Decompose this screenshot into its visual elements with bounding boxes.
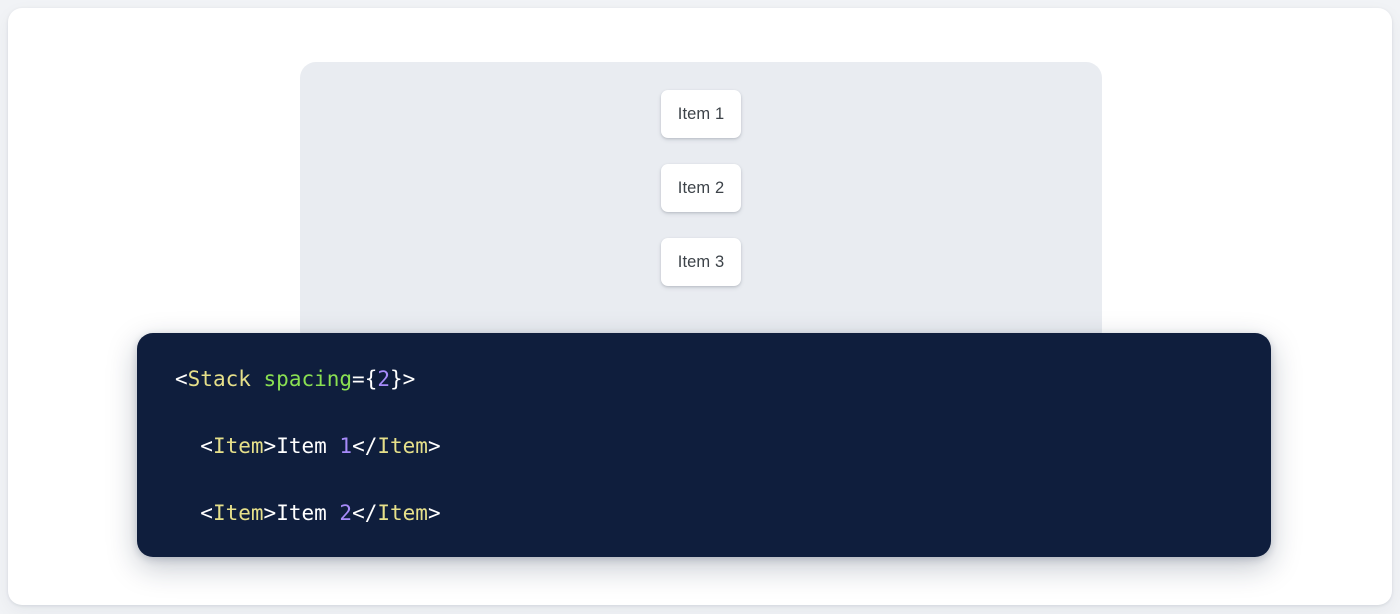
- list-item[interactable]: Item 3: [661, 238, 741, 286]
- code-token-tag: Item: [377, 434, 428, 459]
- code-line: <Item>Item 2</Item>: [175, 497, 1271, 531]
- code-token-tag: Item: [212, 501, 264, 526]
- list-item[interactable]: Item 2: [661, 164, 741, 212]
- code-token-punct: <: [200, 434, 213, 459]
- code-snippet-block[interactable]: <Stack spacing={2}> <Item>Item 1</Item> …: [137, 333, 1271, 557]
- stack-preview-panel: Item 1 Item 2 Item 3: [300, 62, 1102, 347]
- code-token-punct: ={: [352, 367, 378, 391]
- code-token-num: 2: [339, 501, 353, 526]
- code-token-num: 1: [339, 434, 353, 459]
- code-token-punct: }>: [390, 367, 416, 391]
- page-card: Item 1 Item 2 Item 3 <Stack spacing={2}>…: [8, 8, 1392, 605]
- code-token-tag: Item: [377, 501, 428, 526]
- code-token-tag: Item: [212, 434, 264, 459]
- code-token-text: [251, 367, 264, 391]
- code-token-punct: </: [352, 501, 378, 526]
- code-token-punct: </: [352, 434, 378, 459]
- code-token-tag: Stack: [187, 367, 251, 391]
- list-item[interactable]: Item 1: [661, 90, 741, 138]
- code-token-text: Item: [276, 434, 340, 459]
- code-line: <Item>Item 1</Item>: [175, 430, 1271, 464]
- code-token-punct: >: [427, 501, 441, 526]
- code-token-text: Item: [276, 501, 340, 526]
- code-token-num: 2: [377, 367, 390, 391]
- code-line: <Stack spacing={2}>: [175, 363, 1271, 397]
- code-token-punct: >: [263, 434, 277, 459]
- code-content: <Stack spacing={2}> <Item>Item 1</Item> …: [175, 363, 1271, 557]
- code-token-punct: <: [200, 501, 213, 526]
- stack-container: Item 1 Item 2 Item 3: [661, 90, 741, 286]
- code-token-punct: <: [175, 367, 188, 391]
- code-token-punct: >: [427, 434, 441, 459]
- code-token-punct: >: [263, 501, 277, 526]
- code-token-attr: spacing: [263, 367, 353, 391]
